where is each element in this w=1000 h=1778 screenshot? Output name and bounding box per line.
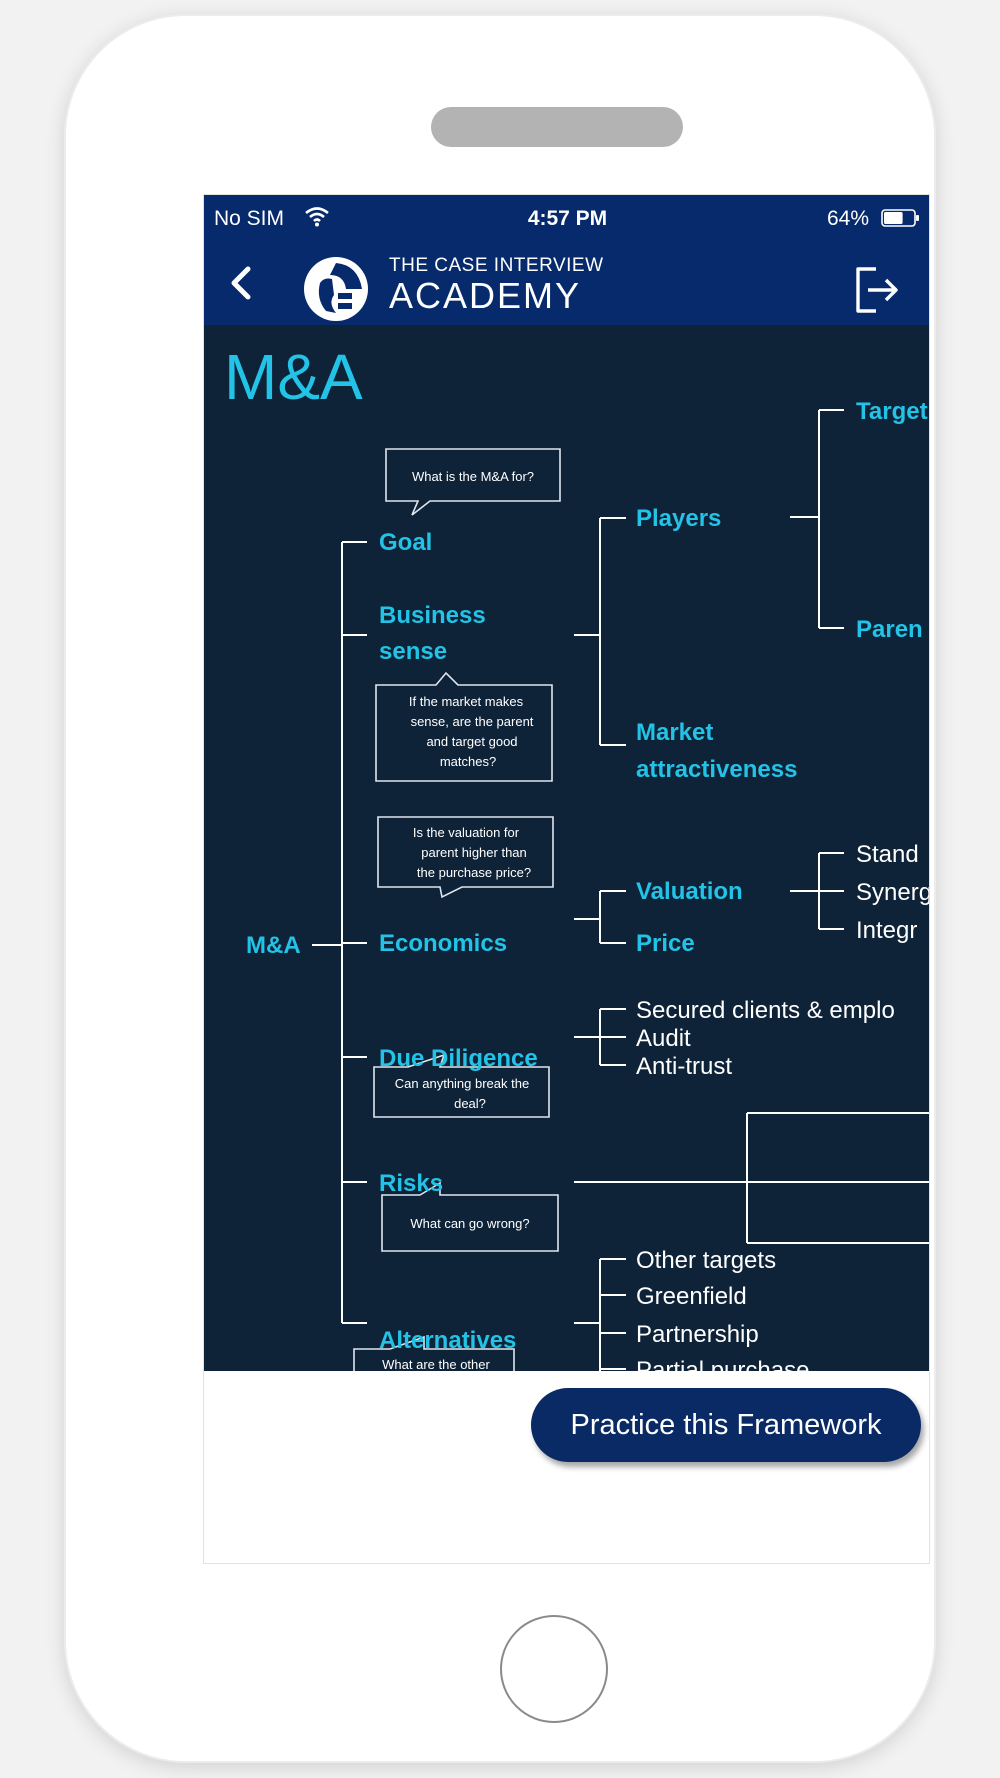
- brand-line-2: ACADEMY: [389, 275, 582, 316]
- app-screen: No SIM 4:57 PM 64%: [203, 194, 930, 1564]
- goal-question: What is the M&A for?: [412, 469, 534, 484]
- risks-question: What can go wrong?: [410, 1216, 529, 1231]
- nav-bar: THE CASE INTERVIEW ACADEMY: [204, 245, 929, 325]
- framework-diagram[interactable]: What is the M&A for? If the market makes…: [204, 325, 930, 1371]
- economics-callout: [377, 816, 554, 899]
- academy-logo-icon: [300, 253, 372, 325]
- due-diligence-question-2: deal?: [454, 1096, 486, 1111]
- phone-frame: No SIM 4:57 PM 64%: [66, 16, 934, 1761]
- leaf-synergy: Synerg: [856, 879, 930, 906]
- brand-wordmark: THE CASE INTERVIEW ACADEMY: [389, 255, 604, 317]
- sub-partial-purchase: Partial purchase: [636, 1357, 809, 1371]
- branch-alternatives: Alternatives: [379, 1327, 516, 1354]
- leaf-target: Target: [856, 398, 928, 425]
- due-diligence-question-1: Can anything break the: [395, 1076, 529, 1091]
- due-diligence-callout: [373, 1053, 550, 1118]
- home-button[interactable]: [500, 1615, 608, 1723]
- sub-anti-trust: Anti-trust: [636, 1053, 732, 1080]
- carrier-label: No SIM: [214, 207, 285, 230]
- branch-risks: Risks: [379, 1170, 443, 1197]
- risks-callout: [381, 1181, 559, 1252]
- goal-callout: [385, 448, 561, 516]
- battery-icon: [881, 209, 921, 227]
- economics-question-3: the purchase price?: [417, 865, 531, 880]
- logout-icon: [856, 267, 898, 313]
- clock: 4:57 PM: [527, 207, 608, 230]
- framework-title: M&A: [224, 341, 363, 413]
- branch-business-sense-2: sense: [379, 638, 447, 665]
- wifi-icon: [304, 205, 330, 233]
- practice-framework-button[interactable]: Practice this Framework: [531, 1388, 921, 1462]
- leaf-stand: Stand: [856, 841, 919, 868]
- sub-market-1: Market: [636, 719, 713, 746]
- status-bar: No SIM 4:57 PM 64%: [204, 195, 929, 245]
- business-question-3: and target good: [426, 734, 517, 749]
- root-node: M&A: [246, 932, 301, 959]
- speaker-grille: [431, 107, 683, 147]
- battery-percentage: 64%: [826, 207, 869, 230]
- business-callout: [375, 671, 553, 782]
- business-question-1: If the market makes: [409, 694, 524, 709]
- sub-players: Players: [636, 505, 721, 532]
- sub-audit: Audit: [636, 1025, 691, 1052]
- alternatives-callout: [353, 1335, 515, 1371]
- leaf-parent: Paren: [856, 616, 923, 643]
- sub-price: Price: [636, 930, 695, 957]
- sub-market-2: attractiveness: [636, 756, 797, 783]
- business-question-4: matches?: [440, 754, 496, 769]
- alternatives-question: What are the other: [382, 1357, 490, 1371]
- branch-due-diligence: Due Diligence: [379, 1045, 538, 1072]
- sub-greenfield: Greenfield: [636, 1283, 747, 1310]
- sub-other-targets: Other targets: [636, 1247, 776, 1274]
- business-question-2: sense, are the parent: [411, 714, 534, 729]
- brand-line-1: THE CASE INTERVIEW: [389, 255, 604, 276]
- logout-button[interactable]: [852, 265, 902, 315]
- sub-valuation: Valuation: [636, 878, 743, 905]
- leaf-integr: Integr: [856, 917, 917, 944]
- sub-partnership: Partnership: [636, 1321, 759, 1348]
- tree-connectors: [312, 409, 929, 1371]
- back-button[interactable]: [226, 263, 256, 303]
- branch-goal: Goal: [379, 529, 432, 556]
- economics-question-2: parent higher than: [421, 845, 527, 860]
- economics-question-1: Is the valuation for: [413, 825, 520, 840]
- chevron-left-icon: [231, 266, 251, 300]
- sub-secured-clients: Secured clients & emplo: [636, 997, 895, 1024]
- branch-economics: Economics: [379, 930, 507, 957]
- branch-business-sense-1: Business: [379, 602, 486, 629]
- callout-boxes: [353, 448, 561, 1371]
